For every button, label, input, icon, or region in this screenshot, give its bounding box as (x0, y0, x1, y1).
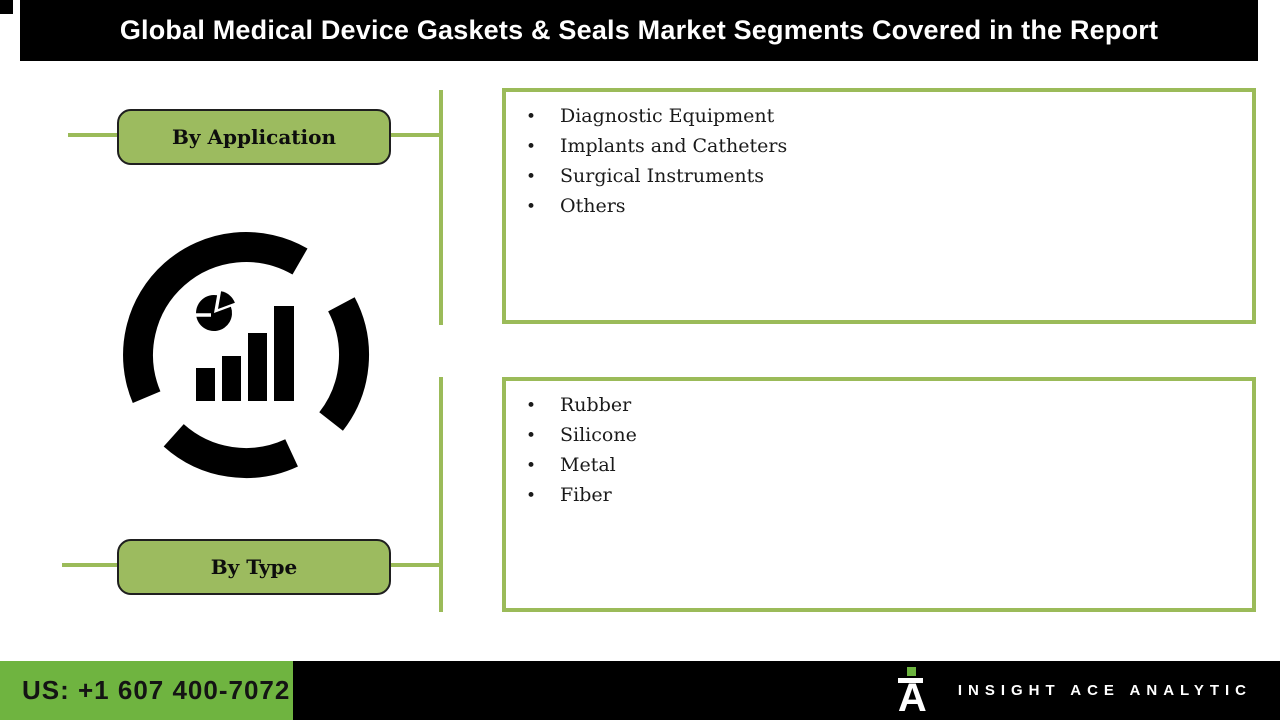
list-item-label: Rubber (560, 394, 632, 416)
list-item: • Fiber (520, 481, 1252, 511)
bullet-marker: • (526, 107, 537, 127)
segment-button-type: By Type (117, 539, 391, 595)
application-items-box: • Diagnostic Equipment • Implants and Ca… (502, 88, 1256, 324)
list-item-label: Others (560, 195, 626, 217)
list-item: • Metal (520, 451, 1252, 481)
list-item-label: Fiber (560, 484, 612, 506)
logo-letter-a: A (897, 675, 927, 720)
list-item: • Silicone (520, 421, 1252, 451)
bullet-marker: • (526, 396, 537, 416)
bar-chart-glyph (196, 306, 294, 401)
type-items-box: • Rubber • Silicone • Metal • Fiber (502, 377, 1256, 612)
bullet-marker: • (526, 167, 537, 187)
type-items-list: • Rubber • Silicone • Metal • Fiber (520, 391, 1252, 511)
connector-line (391, 563, 440, 567)
header-bar: Global Medical Device Gaskets & Seals Ma… (20, 0, 1258, 61)
connector-line (439, 90, 443, 325)
list-item: • Rubber (520, 391, 1252, 421)
list-item-label: Surgical Instruments (560, 165, 764, 187)
brand-name: INSIGHT ACE ANALYTIC (957, 682, 1252, 699)
page-title: Global Medical Device Gaskets & Seals Ma… (119, 15, 1159, 45)
bullet-marker: • (526, 486, 537, 506)
ring-segments (123, 232, 369, 478)
list-item: • Others (520, 192, 1252, 222)
segment-label-type: By Type (210, 555, 298, 579)
footer-brand-bar: A INSIGHT ACE ANALYTIC (293, 661, 1280, 720)
market-analytics-chart-icon (123, 232, 369, 478)
list-item-label: Silicone (560, 424, 637, 446)
bullet-marker: • (526, 426, 537, 446)
list-item: • Implants and Catheters (520, 132, 1252, 162)
segment-button-application: By Application (117, 109, 391, 165)
phone-number: US: +1 607 400-7072 (22, 675, 291, 705)
corner-decoration (0, 0, 13, 14)
list-item-label: Implants and Catheters (560, 135, 788, 157)
list-item-label: Metal (560, 454, 616, 476)
connector-line (62, 563, 117, 567)
bullet-marker: • (526, 197, 537, 217)
insight-ace-logo-icon: A (897, 666, 934, 720)
logo-green-dot (906, 666, 916, 676)
bullet-marker: • (526, 137, 537, 157)
bullet-marker: • (526, 456, 537, 476)
footer-phone-bar: US: +1 607 400-7072 (0, 661, 293, 720)
connector-line (391, 133, 440, 137)
segment-label-application: By Application (171, 125, 337, 149)
list-item-label: Diagnostic Equipment (560, 105, 775, 127)
connector-line (439, 377, 443, 612)
connector-line (68, 133, 117, 137)
application-items-list: • Diagnostic Equipment • Implants and Ca… (520, 102, 1252, 222)
pie-chart-glyph (196, 291, 235, 332)
logo-top-bar (897, 677, 923, 683)
list-item: • Surgical Instruments (520, 162, 1252, 192)
list-item: • Diagnostic Equipment (520, 102, 1252, 132)
